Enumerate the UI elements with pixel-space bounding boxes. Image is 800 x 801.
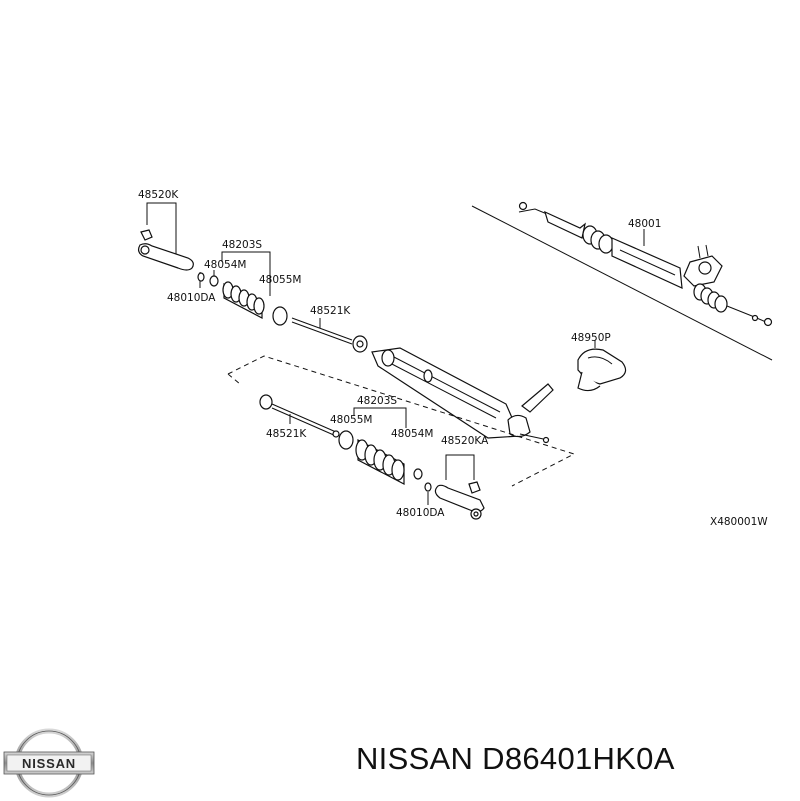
clip-bottom [413, 468, 423, 480]
nut-bottom [424, 482, 432, 492]
label-48521K-top: 48521K [310, 305, 351, 317]
inner-socket-bottom [259, 394, 340, 438]
label-48054M-bottom: 48054M [391, 428, 433, 440]
label-48520K: 48520K [138, 189, 179, 201]
logo-wordmark: NISSAN [22, 756, 76, 771]
label-48520KA: 48520KA [441, 435, 489, 447]
bracket-48203S-bottom [353, 407, 407, 428]
label-48055M-top: 48055M [259, 274, 301, 286]
label-48001: 48001 [628, 218, 661, 230]
bracket-48520K [146, 202, 177, 258]
label-48010DA-top: 48010DA [167, 292, 216, 304]
bracket-48520KA [445, 454, 475, 480]
boot-top [222, 281, 265, 319]
inner-socket-top [291, 317, 368, 353]
label-48054M-top: 48054M [204, 259, 246, 271]
band-bottom [338, 430, 354, 450]
drawing-code: X480001W [710, 516, 768, 528]
label-48055M-bottom: 48055M [330, 414, 372, 426]
gear-assembly-overview [471, 201, 773, 361]
exploded-view-frame [227, 355, 576, 487]
label-48203S-top: 48203S [222, 239, 262, 251]
boot-seal-part [577, 348, 627, 392]
part-number-title: NISSAN D86401HK0A [356, 741, 675, 776]
band-top [272, 306, 288, 326]
tie-rod-end-left [137, 229, 194, 271]
label-48010DA-bottom: 48010DA [396, 507, 445, 519]
rack-housing-exploded [371, 347, 554, 444]
label-48203S-bottom: 48203S [357, 395, 397, 407]
bracket-48203S-top [221, 251, 271, 296]
label-48950P: 48950P [571, 332, 611, 344]
boot-bottom [355, 439, 405, 485]
clip-top [209, 275, 219, 287]
nissan-logo: NISSAN [3, 728, 95, 798]
nut-top [197, 272, 205, 282]
label-48521K-bottom: 48521K [266, 428, 307, 440]
tie-rod-end-right [434, 481, 485, 520]
